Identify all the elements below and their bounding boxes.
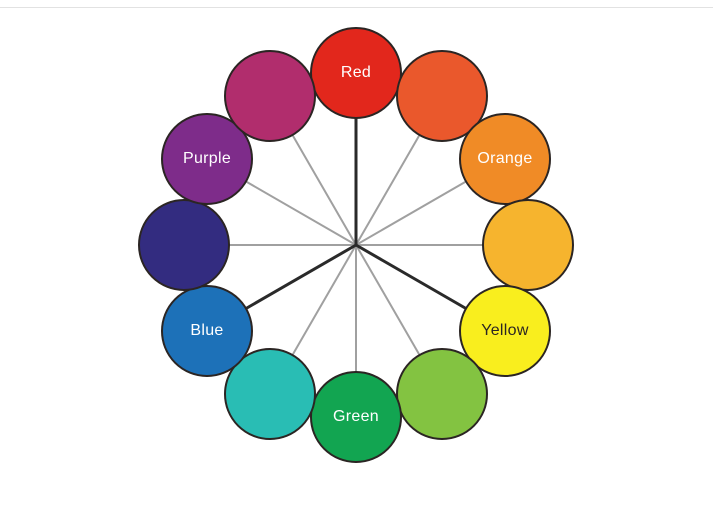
swatch-green: Green bbox=[310, 371, 402, 463]
swatch-blue: Blue bbox=[161, 285, 254, 377]
top-border-line bbox=[0, 7, 713, 8]
swatch-red: Red bbox=[310, 27, 402, 119]
swatch-yellow-green bbox=[396, 347, 488, 440]
swatch-label-blue: Blue bbox=[190, 322, 224, 339]
swatch-red-purple bbox=[224, 50, 316, 143]
swatch-label-orange: Orange bbox=[477, 150, 533, 167]
swatch-label-green: Green bbox=[333, 408, 379, 425]
swatch-label-yellow: Yellow bbox=[481, 322, 529, 339]
swatch-label-red: Red bbox=[340, 64, 372, 81]
swatch-yellow-orange bbox=[482, 199, 574, 291]
swatch-label-purple: Purple bbox=[183, 150, 232, 167]
swatch-blue-purple bbox=[138, 199, 230, 291]
swatch-orange: Orange bbox=[458, 113, 551, 205]
